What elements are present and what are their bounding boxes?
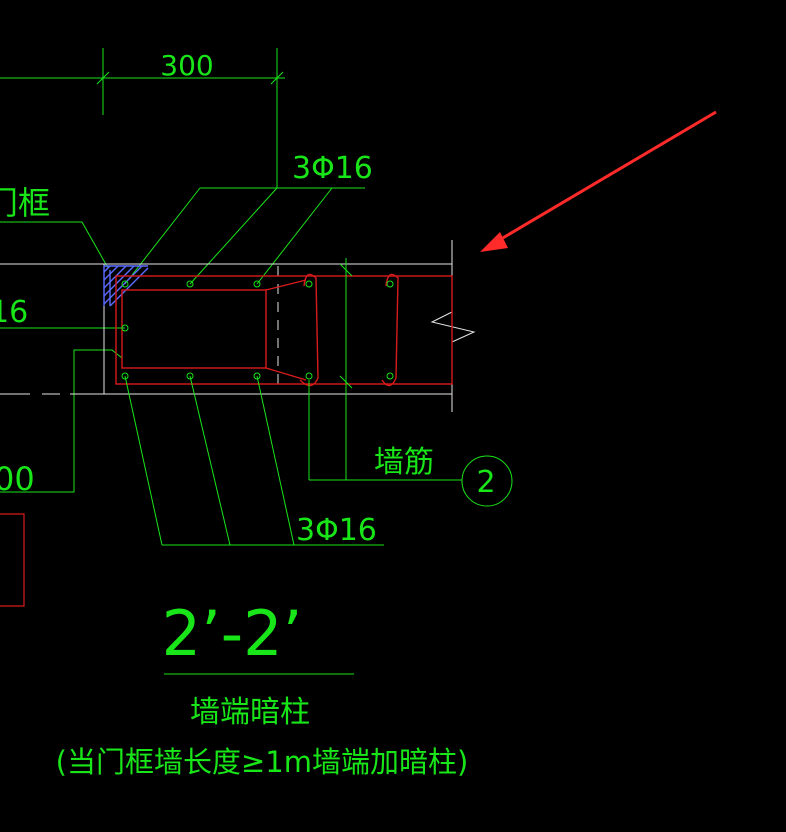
- detail-callout-circle: [461, 455, 513, 507]
- wall-outline: [0, 240, 476, 412]
- rebar-dots: [121, 280, 394, 380]
- adjacent-column-outline: [0, 513, 25, 607]
- top-rebar-leaders: [124, 187, 365, 285]
- wall-rebar-dimension: [339, 258, 353, 480]
- door-frame-hatch: [103, 265, 149, 307]
- pointer-arrow: [480, 110, 717, 252]
- dimension-300: [0, 48, 285, 188]
- wall-rebar-label: 墙筋: [374, 445, 434, 480]
- wall-rebar-leader: [308, 380, 462, 481]
- top-rebar-label: 3Φ16: [292, 151, 373, 186]
- dimension-300-label: 300: [160, 49, 213, 82]
- left-rebar-label: 16: [0, 295, 28, 330]
- bottom-rebar-label: 3Φ16: [296, 513, 377, 548]
- section-note: (当门框墙长度≥1m墙端加暗柱): [56, 745, 469, 779]
- wall-tie-hooks: [299, 273, 399, 387]
- door-frame-label: 门框: [0, 184, 50, 222]
- detail-callout-number: 2: [476, 465, 495, 500]
- bottom-rebar-leaders: [124, 375, 384, 546]
- column-stirrups: [115, 275, 453, 385]
- section-title: 2’-2’: [162, 597, 303, 670]
- section-subtitle: 墙端暗柱: [190, 695, 310, 730]
- door-frame-leader: [0, 221, 109, 269]
